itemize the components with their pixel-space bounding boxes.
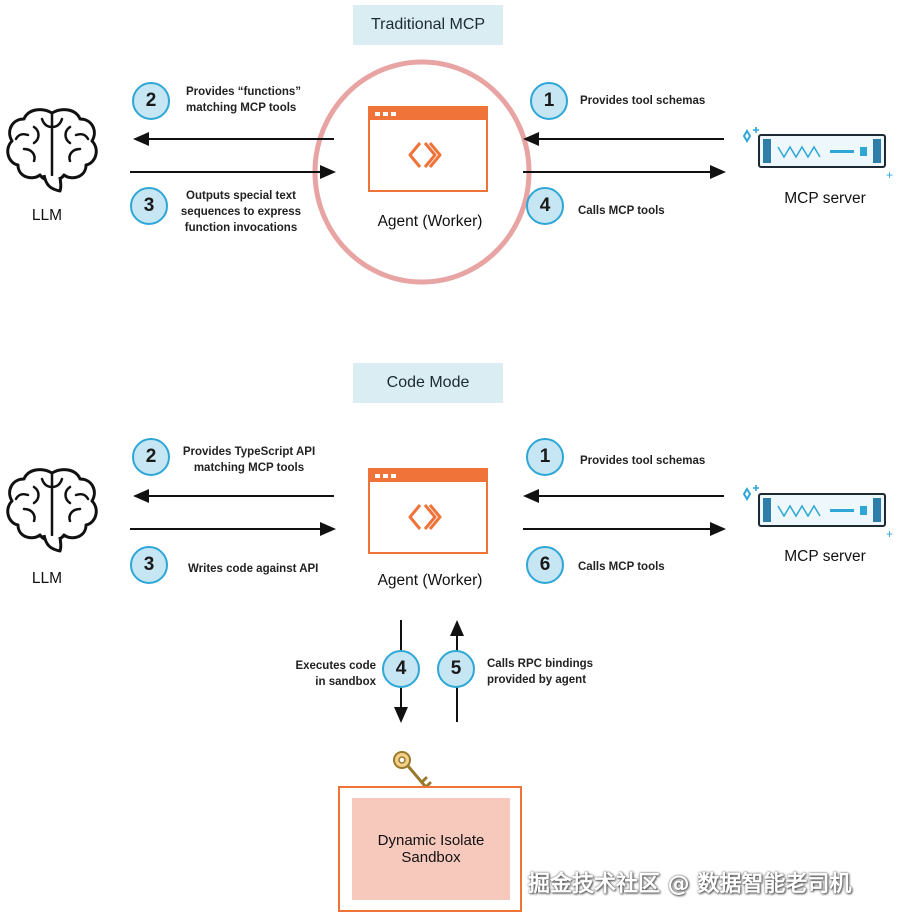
sparkle-plus-icon: + [886, 527, 894, 541]
brain-icon [6, 108, 98, 193]
agent-window-icon [368, 106, 488, 192]
step-4-caption: Executes code in sandbox [295, 660, 376, 688]
step-badge-1: 1 [526, 438, 564, 476]
step-badge-1: 1 [530, 82, 568, 120]
server-label-bottom: MCP server [784, 548, 866, 565]
step-3-caption: Outputs special text sequences to expres… [180, 190, 302, 234]
step-badge-4: 4 [526, 187, 564, 225]
sparkle-plus-icon: + [886, 168, 894, 182]
step-1-caption: Provides tool schemas [580, 95, 706, 107]
agent-window-icon [368, 468, 488, 554]
step-badge-2: 2 [132, 438, 170, 476]
code-mode-title: Code Mode [353, 363, 503, 403]
sandbox-box: Dynamic Isolate Sandbox [338, 786, 522, 912]
agent-label: Agent (Worker) [377, 213, 483, 230]
step-1-caption: Provides tool schemas [580, 455, 706, 467]
step-6-caption: Calls MCP tools [578, 561, 665, 573]
step-5-caption: Calls RPC bindings provided by agent [487, 658, 594, 686]
step-4-caption: Calls MCP tools [578, 205, 665, 217]
arrows-top [130, 132, 726, 179]
server-icon [758, 493, 886, 527]
key-icon [393, 751, 432, 794]
watermark: 掘金技术社区 @ 数据智能老司机 [528, 872, 852, 897]
llm-label: LLM [31, 207, 63, 224]
step-2-caption: Provides TypeScript API matching MCP too… [182, 446, 316, 474]
step-3-caption: Writes code against API [188, 563, 319, 575]
agent-label-bottom: Agent (Worker) [377, 572, 483, 589]
sandbox-label: Dynamic Isolate Sandbox [352, 798, 510, 900]
step-badge-3: 3 [130, 546, 168, 584]
step-badge-5: 5 [437, 650, 475, 688]
server-icon [758, 134, 886, 168]
step-badge-4: 4 [382, 650, 420, 688]
step-badge-2: 2 [132, 82, 170, 120]
step-badge-3: 3 [130, 187, 168, 225]
step-2-caption: Provides “functions” matching MCP tools [186, 86, 302, 114]
server-label: MCP server [784, 190, 866, 207]
step-badge-6: 6 [526, 546, 564, 584]
sparkle-icon [742, 485, 759, 501]
brain-icon [6, 468, 98, 553]
sparkle-icon [742, 127, 759, 143]
llm-label-bottom: LLM [31, 570, 63, 587]
traditional-title: Traditional MCP [353, 5, 503, 45]
